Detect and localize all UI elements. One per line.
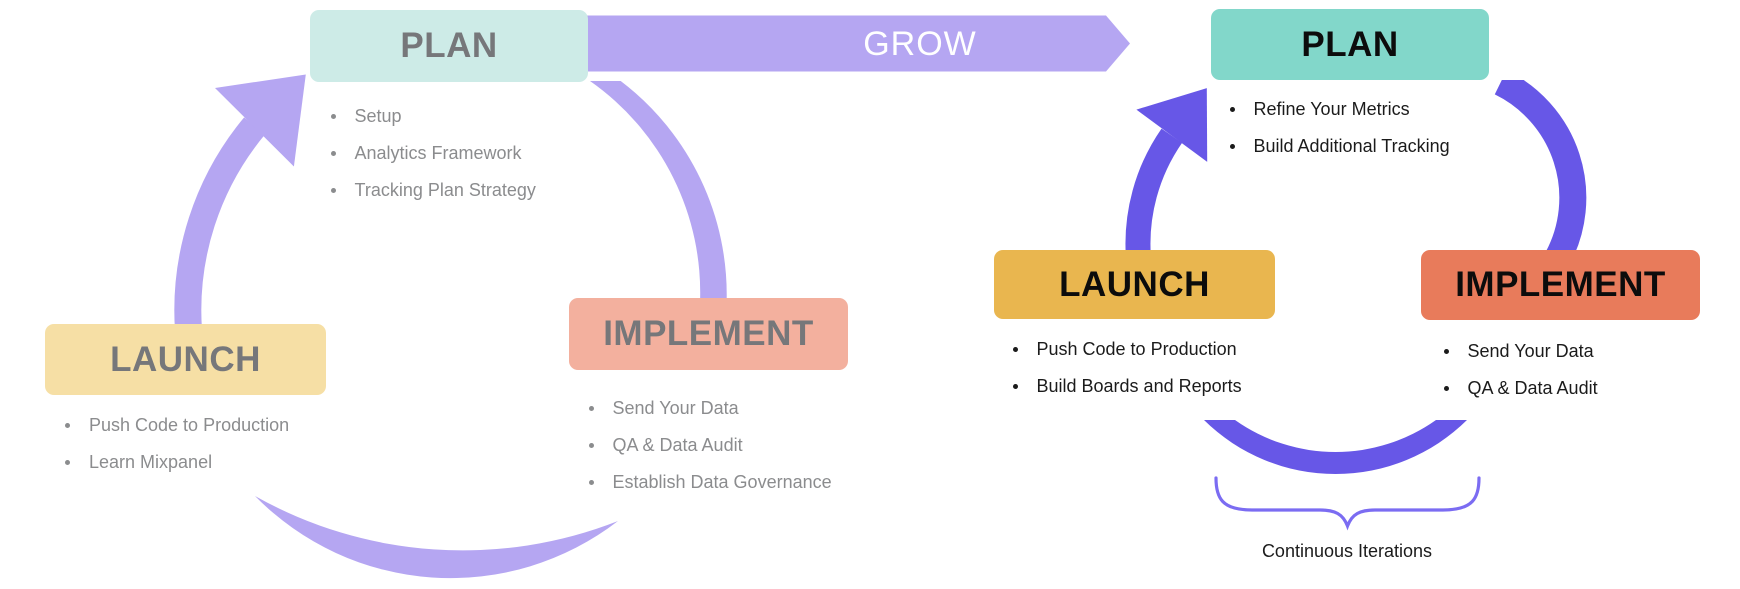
bullet-icon [1443,385,1449,391]
bullet-icon [330,150,336,156]
bullet-icon [588,442,594,448]
list-item-text: Push Code to Production [1036,339,1237,359]
list-item-text: Tracking Plan Strategy [354,179,536,200]
list-item: Refine Your Metrics [1229,91,1450,128]
right-cycle-arrowhead-icon [1136,88,1208,162]
list-item: Setup [330,98,536,135]
list-item: Establish Data Governance [588,464,832,501]
right-cycle-implement-to-launch-arc [1204,420,1467,475]
list-item-text: QA & Data Audit [1467,377,1598,398]
continuous-iterations-caption: Continuous Iterations [1261,541,1433,561]
left-cycle-launch-to-plan-arc [174,117,265,331]
left-cycle-plan-to-implement-arc [590,81,727,303]
right-implement-label: IMPLEMENT [1455,265,1666,304]
list-item-text: Analytics Framework [354,142,522,163]
right-launch-box: LAUNCH [994,250,1275,319]
right-launch-label: LAUNCH [1059,264,1210,304]
left-launch-box: LAUNCH [45,324,326,395]
bullet-icon [588,479,594,485]
right-cycle-launch-to-plan-arc [1125,128,1183,259]
list-item-text: Learn Mixpanel [89,451,213,472]
list-item: QA & Data Audit [1443,370,1598,407]
bullet-icon [588,405,594,411]
right-plan-label: PLAN [1301,24,1399,64]
list-item: Learn Mixpanel [65,444,289,481]
list-item-text: QA & Data Audit [612,434,743,455]
list-item-text: Send Your Data [1467,340,1594,361]
list-item: Build Boards and Reports [1012,368,1242,405]
continuous-iterations-brace [1214,476,1481,531]
left-cycle-implement-to-launch-arc [255,496,618,579]
list-item: QA & Data Audit [588,427,832,464]
list-item-text: Push Code to Production [89,414,290,435]
list-item-text: Build Additional Tracking [1253,136,1450,156]
bullet-icon [330,187,336,193]
grow-arrow [586,15,1130,72]
left-plan-box: PLAN [310,10,588,82]
list-item: Send Your Data [1443,333,1598,370]
right-implement-box: IMPLEMENT [1421,250,1700,320]
list-item: Analytics Framework [330,135,536,172]
list-item-text: Refine Your Metrics [1253,99,1410,119]
list-item-text: Build Boards and Reports [1036,376,1242,396]
left-plan-label: PLAN [400,26,498,65]
list-item: Push Code to Production [1012,331,1242,368]
list-item-text: Send Your Data [612,397,739,418]
left-implement-box: IMPLEMENT [569,298,848,370]
grow-arrow-label: GROW [863,24,977,63]
list-item-text: Setup [354,105,402,126]
list-item: Push Code to Production [65,407,289,444]
bullet-icon [65,422,70,428]
right-cycle-plan-to-implement-arc [1494,80,1587,265]
bullet-icon [1012,347,1018,352]
bullet-icon [65,459,70,465]
left-cycle-arrowhead-icon [215,74,306,167]
left-implement-label: IMPLEMENT [603,314,814,353]
bullet-icon [1012,384,1018,389]
list-item-text: Establish Data Governance [612,471,832,492]
bullet-icon [1229,144,1235,149]
bullet-icon [330,113,336,119]
list-item: Send Your Data [588,390,832,427]
right-plan-box: PLAN [1211,9,1489,80]
right-implement-list: Send Your Data QA & Data Audit [1443,333,1598,407]
bullet-icon [1443,348,1449,354]
left-launch-label: LAUNCH [110,339,261,379]
list-item: Tracking Plan Strategy [330,172,536,209]
list-item: Build Additional Tracking [1229,128,1450,165]
bullet-icon [1229,107,1235,112]
